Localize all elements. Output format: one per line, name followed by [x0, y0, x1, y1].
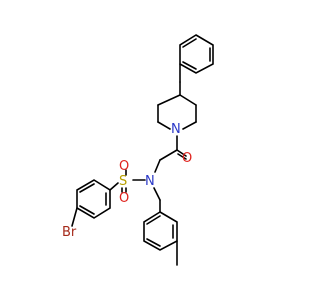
sulfur-label: S [119, 174, 127, 189]
sulfonyl-o-top-label: O [119, 159, 129, 174]
piperidine-n-label: N [171, 122, 181, 137]
molecule-structure: N O N S O O Br [62, 34, 214, 266]
piperidine-ring [157, 94, 197, 130]
sulfonamide-bonds [121, 169, 146, 193]
bromine-label: Br [62, 225, 77, 240]
methylbenzyl-group [143, 187, 178, 266]
sulfonyl-o-bottom-label: O [119, 191, 129, 206]
carbonyl-o-label: O [182, 151, 192, 166]
amide-bonds [154, 135, 187, 173]
benzyl-phenyl-ring [179, 34, 214, 74]
sulfonamide-n-label: N [145, 174, 155, 189]
bromophenyl-ring [71, 179, 119, 227]
